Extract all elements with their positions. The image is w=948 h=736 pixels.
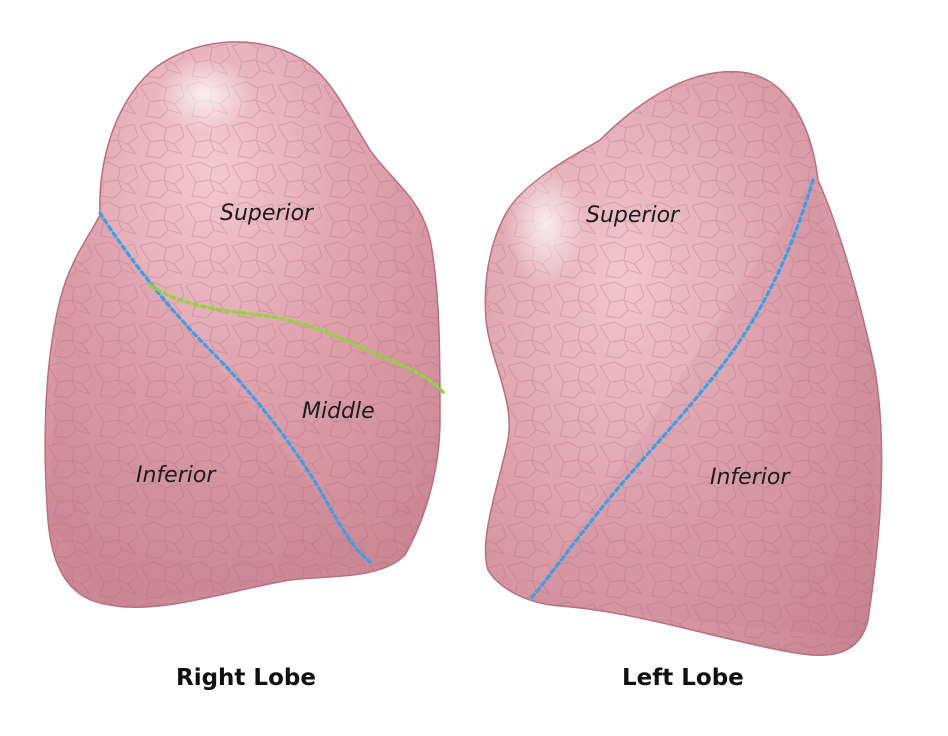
left-inferior-label: Inferior — [710, 465, 790, 490]
right-middle-label: Middle — [302, 399, 375, 424]
right-lung — [44, 41, 446, 609]
left-lung-caption: Left Lobe — [622, 665, 744, 691]
left-superior-label: Superior — [586, 203, 680, 228]
right-oblique-fissure — [98, 211, 372, 564]
left-lung — [484, 70, 883, 657]
right-superior-label: Superior — [220, 201, 314, 226]
right-lung-caption: Right Lobe — [176, 665, 316, 691]
right-horizontal-fissure — [148, 283, 446, 395]
left-oblique-fissure — [528, 178, 815, 602]
right-inferior-label: Inferior — [136, 463, 216, 488]
